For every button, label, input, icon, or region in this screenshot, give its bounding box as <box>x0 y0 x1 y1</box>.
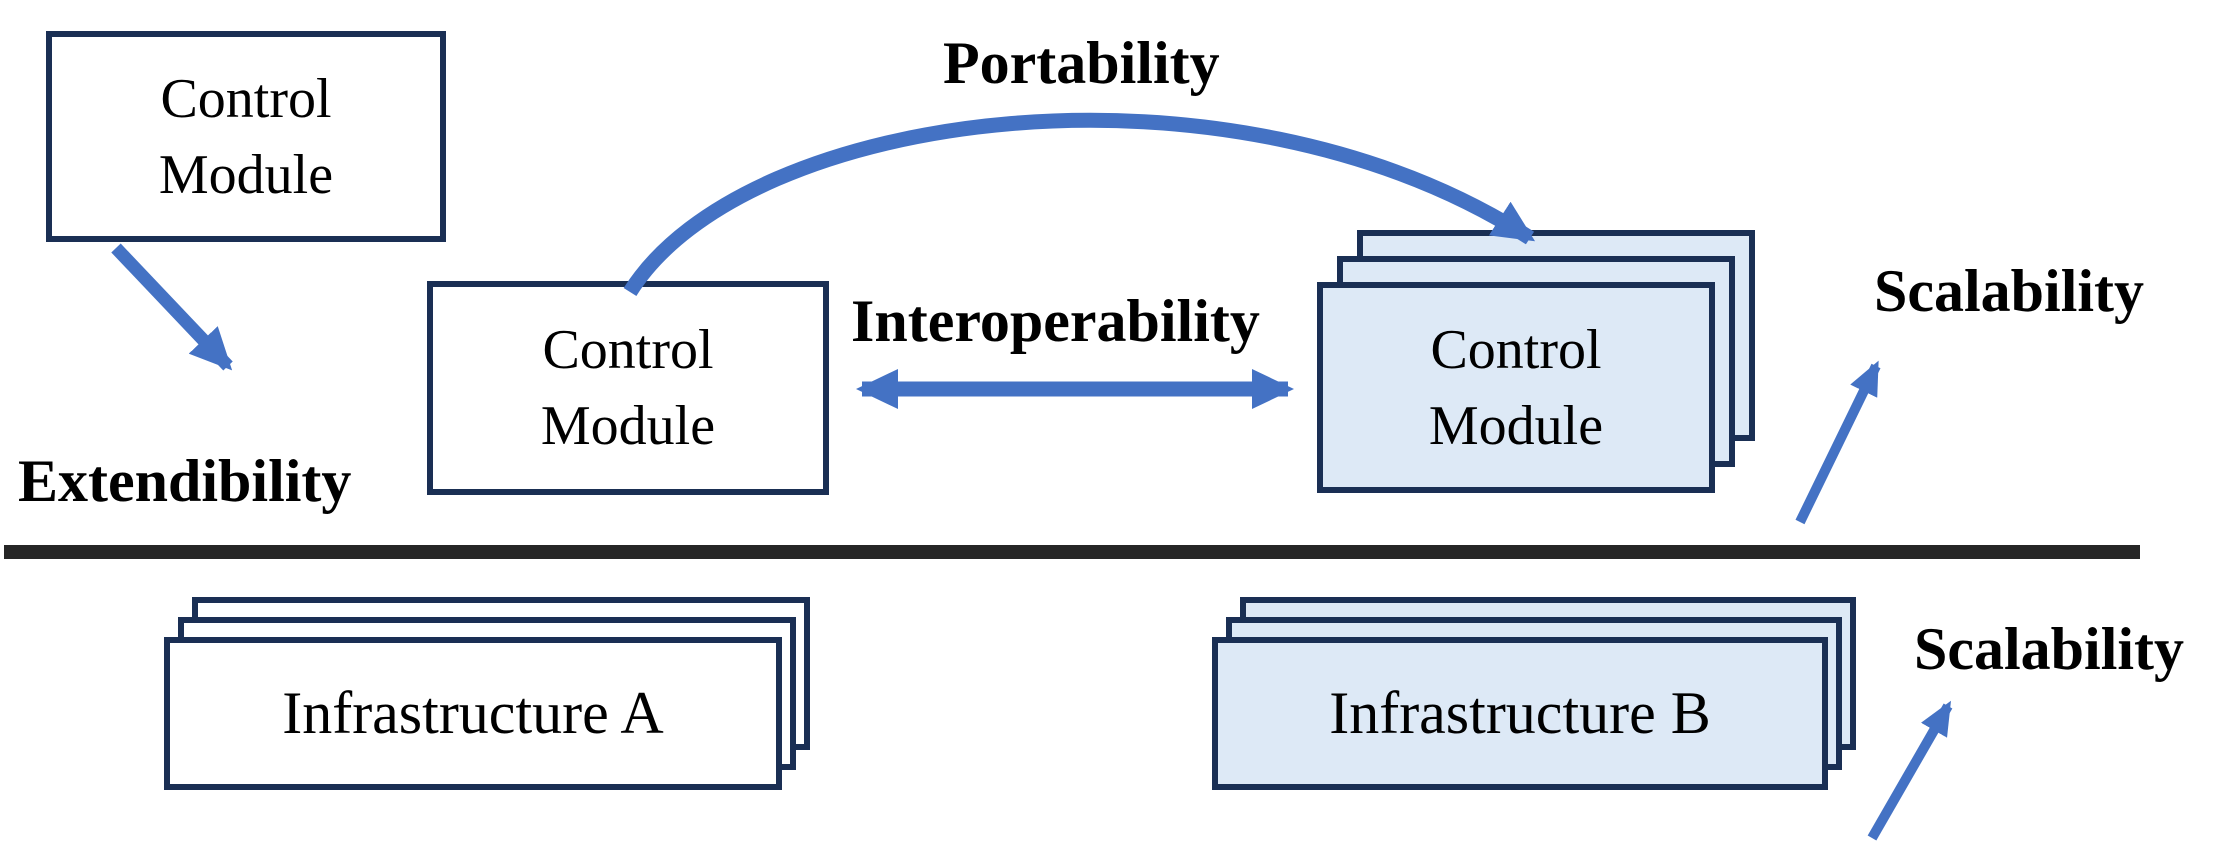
control-module-line1: Control <box>1430 318 1602 381</box>
control-module-text: Control Module <box>1429 312 1603 464</box>
control-module-text: Control Module <box>541 312 715 464</box>
control-module-line2: Module <box>540 395 716 457</box>
control-module-text: Control Module <box>159 61 333 213</box>
extendibility-arrow <box>111 243 233 371</box>
control-module-stack-front: Control Module <box>1317 282 1715 493</box>
control-module-line1: Control <box>542 319 714 381</box>
portability-label: Portability <box>943 30 1220 96</box>
control-module-line1: Control <box>160 67 332 130</box>
control-module-line2: Module <box>158 143 334 206</box>
interoperability-label: Interoperability <box>851 288 1260 354</box>
control-module-line2: Module <box>1428 394 1604 457</box>
scalability-bottom-arrow <box>1867 700 1953 841</box>
infrastructure-a-stack-front: Infrastructure A <box>164 637 782 790</box>
section-divider-line <box>4 545 2140 559</box>
infrastructure-a-label: Infrastructure A <box>282 680 664 746</box>
control-module-box-center: Control Module <box>427 281 829 495</box>
extendibility-label: Extendibility <box>18 448 352 514</box>
control-module-box-single: Control Module <box>46 31 446 242</box>
scalability-bottom-label: Scalability <box>1914 616 2185 682</box>
scalability-top-label: Scalability <box>1874 258 2145 324</box>
infrastructure-b-stack-front: Infrastructure B <box>1212 637 1828 790</box>
infrastructure-b-label: Infrastructure B <box>1329 680 1711 746</box>
scalability-top-arrow <box>1795 360 1881 525</box>
